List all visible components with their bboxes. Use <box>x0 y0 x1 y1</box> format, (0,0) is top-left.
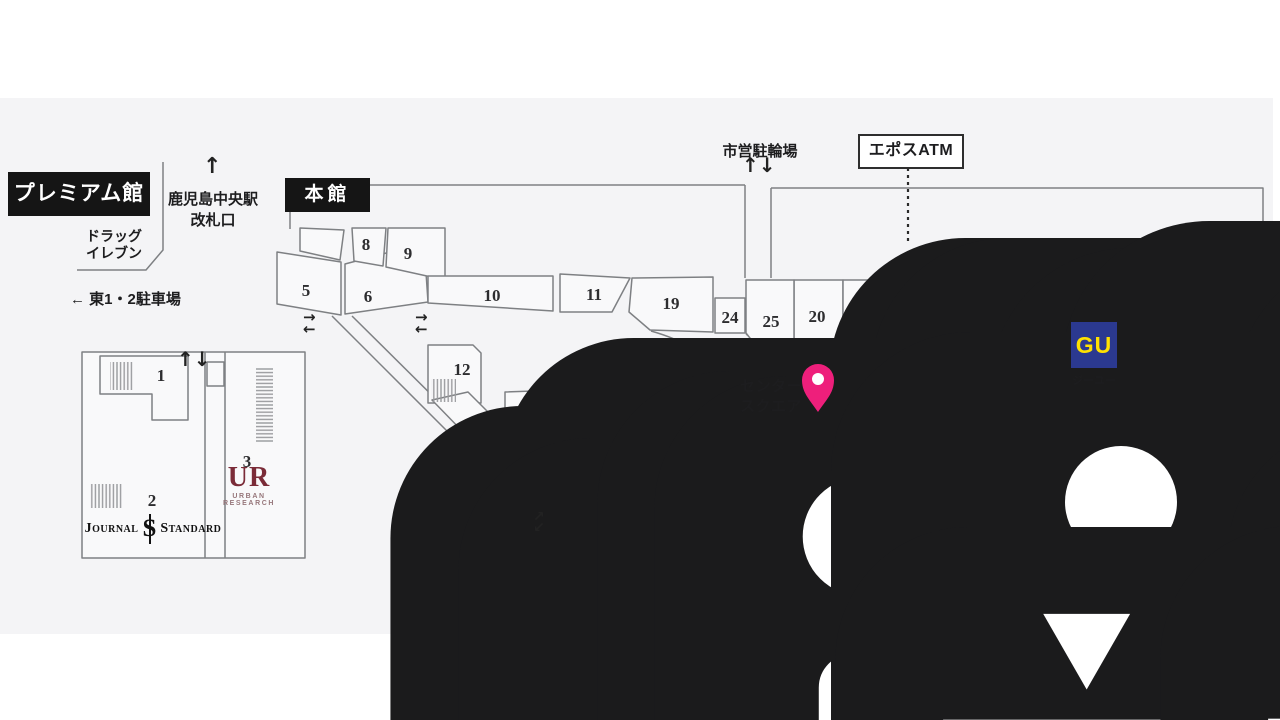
shop-number: 8 <box>362 235 371 254</box>
shop-room-3[interactable]: 3 <box>243 452 252 471</box>
location-pin[interactable] <box>802 364 834 412</box>
two-way-arrows: → ← <box>303 308 316 338</box>
shop-number: 19 <box>663 294 680 313</box>
shop-number: 2 <box>148 491 157 510</box>
shop-number: 12 <box>454 360 471 379</box>
stairs-hatch <box>431 379 456 402</box>
gu-store-kana: ジーユー <box>1072 375 1116 387</box>
shop-room-8[interactable]: 8 <box>351 227 387 267</box>
urban-research-logo[interactable]: UR URBAN RESEARCH <box>222 462 276 508</box>
station-gate-label: 鹿児島中央駅 改札口 <box>163 189 263 231</box>
east-parking-label: ← 東1・2駐車場 <box>70 291 181 308</box>
journal-standard-monogram: S <box>142 514 156 544</box>
center-square-label: センター スクエア <box>739 378 802 415</box>
shop-number: 10 <box>484 286 501 305</box>
diagonal-arrows: ↗ ↙ <box>533 509 545 536</box>
shop-number: 24 <box>722 308 740 327</box>
shop-room-25[interactable]: 25 <box>745 279 795 348</box>
epos-atm-label: エポスATM <box>858 134 964 169</box>
shop-number: 11 <box>586 285 602 304</box>
shop-number: 20 <box>809 307 826 326</box>
drug-eleven-label: ドラッグ イレブン <box>86 228 142 261</box>
journal-standard-logo[interactable]: Journal S Standard <box>84 514 222 544</box>
unnumbered-room <box>299 227 345 261</box>
shop-number: 3 <box>243 452 252 471</box>
shop-room-2[interactable]: 2 <box>148 491 157 510</box>
shop-room-5[interactable]: 5 <box>276 251 342 316</box>
left-building-outline <box>81 351 306 559</box>
up-down-arrows: ↑↓ <box>742 153 776 177</box>
shop-number: 1 <box>157 366 166 385</box>
gu-store-logo[interactable]: GU <box>1071 322 1117 368</box>
station-gate: 改札口 <box>190 212 236 229</box>
shop-room-11[interactable]: 11 <box>559 273 631 313</box>
stairs-hatch <box>110 362 134 390</box>
shop-number: 6 <box>364 287 373 306</box>
two-way-arrows: → ← <box>415 308 428 338</box>
bicycle-parking-label: 市営駐輪場 <box>722 143 798 160</box>
stairs-hatch <box>90 484 123 508</box>
stairs-hatch <box>256 368 273 442</box>
station-name: 鹿児島中央駅 <box>167 191 258 208</box>
main-building-label: 本館 <box>285 178 370 212</box>
shop-number: 9 <box>404 244 413 263</box>
shop-number: 25 <box>763 312 780 331</box>
up-arrow: ↑ <box>203 154 222 179</box>
shop-number: 5 <box>302 281 311 300</box>
shop-room-19[interactable]: 19 <box>628 276 714 333</box>
shop-room-10[interactable]: 10 <box>427 275 554 312</box>
up-down-arrows: ↑↓ <box>177 347 211 371</box>
shop-room-24[interactable]: 24 <box>714 297 746 334</box>
premium-building-label: プレミアム館 <box>8 172 150 216</box>
